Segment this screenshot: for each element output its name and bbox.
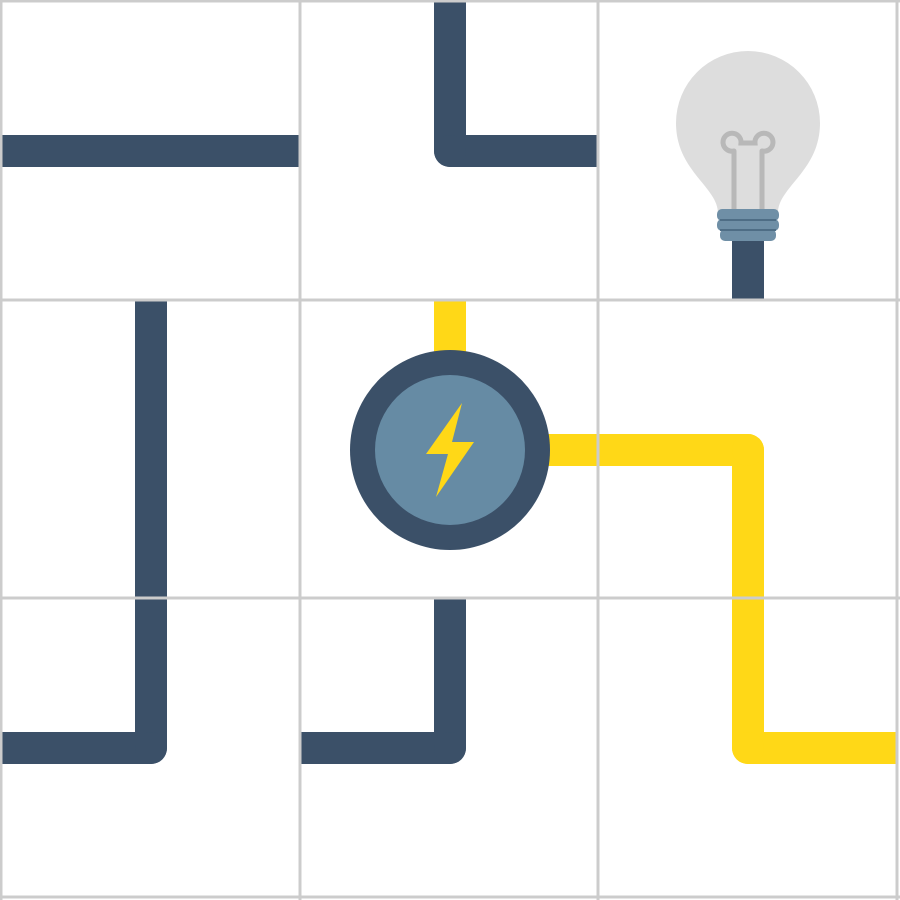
bulb-base-ring-1 — [717, 209, 779, 221]
bulb-base-ring-3 — [720, 229, 776, 241]
lightning-bolt-icon — [426, 403, 474, 497]
bulb-filament — [720, 130, 776, 212]
light-bulb-icon — [676, 51, 820, 241]
tile-r1-c2[interactable] — [598, 300, 897, 598]
wire-joint — [135, 732, 167, 764]
tile-r1-c0[interactable] — [1, 300, 300, 598]
wire-joint — [434, 135, 466, 167]
tile-r0-c2[interactable] — [598, 1, 897, 300]
tile-r0-c0[interactable] — [1, 1, 300, 300]
bulb-glass — [676, 51, 820, 213]
wire-joint — [434, 732, 466, 764]
wire-joint — [732, 732, 764, 764]
bulb-cord — [732, 231, 764, 300]
tile-r2-c2[interactable] — [598, 598, 897, 897]
tile-r1-c1[interactable] — [300, 300, 598, 598]
tile-r0-c1[interactable] — [300, 1, 598, 300]
tile-r2-c0[interactable] — [1, 598, 300, 897]
wire-joint — [732, 434, 764, 466]
tile-r2-c1[interactable] — [300, 598, 598, 897]
bulb-base-ring-2 — [717, 219, 779, 231]
